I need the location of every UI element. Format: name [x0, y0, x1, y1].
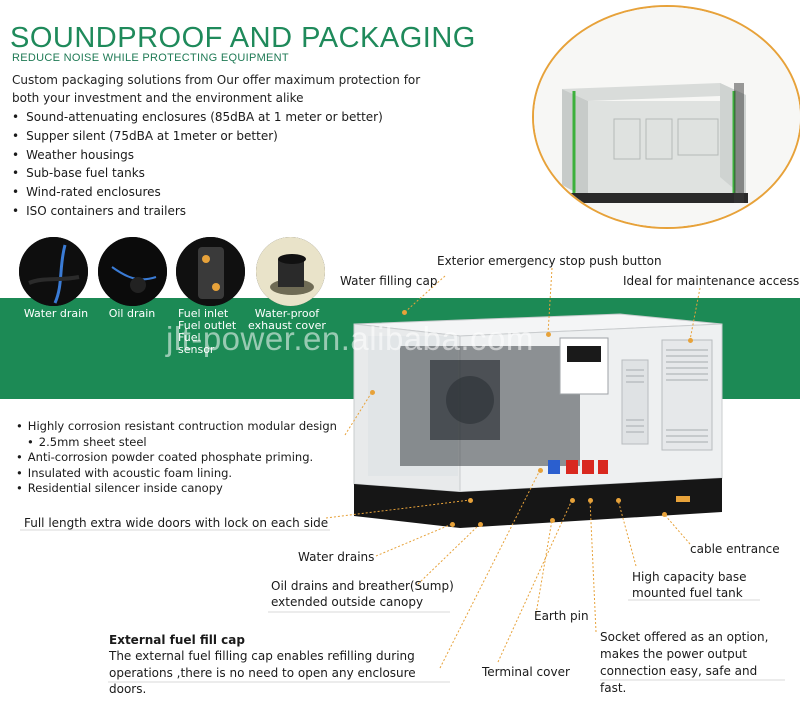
callout-cable-entrance: cable entrance [690, 542, 780, 556]
thumb-label: exhaust cover [248, 319, 326, 332]
water-drain-icon [19, 237, 88, 306]
thumb-label: Water-proof [254, 307, 320, 320]
leader-dot [546, 332, 551, 337]
spec-item: Residential silencer inside canopy [16, 481, 337, 497]
external-fuel-description: The external fuel filling cap enables re… [109, 649, 416, 696]
fuel-inlet-icon [176, 237, 245, 306]
page-title: SOUNDPROOF AND PACKAGING [10, 22, 476, 54]
thumb-label: Oil drain [108, 307, 156, 320]
feature-list: Sound-attenuating enclosures (85dBA at 1… [12, 108, 383, 221]
thumb-label: Fuel outlet [178, 319, 237, 332]
oil-drain-photo [98, 237, 167, 306]
spec-item: Anti-corrosion powder coated phosphate p… [16, 450, 337, 466]
thumb-label-group: Water-proof exhaust cover [244, 308, 330, 332]
callout-terminal-cover: Terminal cover [482, 665, 570, 679]
callout-socket: Socket offered as an option, makes the p… [600, 630, 769, 695]
feature-item: Sound-attenuating enclosures (85dBA at 1… [12, 108, 383, 127]
leader-dot [550, 518, 555, 523]
spec-item-continued: 2.5mm sheet steel [38, 434, 147, 449]
leader-dot [662, 512, 667, 517]
leader-dot [688, 338, 693, 343]
exhaust-cover-photo [256, 237, 325, 306]
leader-dot [450, 522, 455, 527]
leader-dot [570, 498, 575, 503]
leader-dot [538, 468, 543, 473]
callout-water-filling-cap: Water filling cap [340, 274, 438, 288]
callout-oil-drains: Oil drains and breather(Sump) extended o… [271, 579, 454, 609]
callout-maintenance-access: Ideal for maintenance access [623, 274, 800, 288]
feature-item: Supper silent (75dBA at 1meter or better… [12, 127, 383, 146]
feature-item: Wind-rated enclosures [12, 183, 383, 202]
feature-item: ISO containers and trailers [12, 202, 383, 221]
leader-dot [478, 522, 483, 527]
external-fuel-title: External fuel fill cap [109, 633, 245, 647]
fuel-inlet-photo [176, 237, 245, 306]
packaging-photo [532, 5, 800, 229]
oil-drain-icon [98, 237, 167, 306]
feature-item: Weather housings [12, 146, 383, 165]
callout-water-drains: Water drains [298, 550, 375, 564]
exhaust-cover-icon [256, 237, 325, 306]
thumb-label: Fuel sensor [178, 331, 215, 356]
spec-item: Insulated with acoustic foam lining. [16, 466, 337, 482]
intro-text: Custom packaging solutions from Our offe… [12, 71, 472, 107]
spec-item: Highly corrosion resistant contruction m… [16, 419, 337, 435]
intro-line: Custom packaging solutions from Our offe… [12, 73, 421, 87]
water-drain-photo [19, 237, 88, 306]
callout-emergency-stop: Exterior emergency stop push button [437, 254, 662, 268]
leader-dot [370, 390, 375, 395]
leader-dot [468, 498, 473, 503]
leader-dot [616, 498, 621, 503]
watermark-text: jlt-power.en.alibaba.com [166, 320, 534, 357]
spec-item: 2.5mm sheet steel [16, 435, 337, 451]
feature-item: Sub-base fuel tanks [12, 164, 383, 183]
intro-line: both your investment and the environment… [12, 91, 304, 105]
callout-earth-pin: Earth pin [534, 609, 589, 623]
spec-list: Highly corrosion resistant contruction m… [16, 419, 337, 497]
page-subtitle: REDUCE NOISE WHILE PROTECTING EQUIPMENT [12, 52, 289, 64]
leader-dot [588, 498, 593, 503]
thumb-label: Water drain [23, 307, 89, 320]
leader-dot [402, 310, 407, 315]
thumb-label-group: Fuel inlet Fuel outlet Fuel sensor [178, 308, 238, 356]
callout-fuel-tank: High capacity base mounted fuel tank [632, 570, 747, 600]
thumb-label: Fuel inlet [178, 307, 229, 320]
packaged-generator-illustration [534, 7, 800, 227]
callout-doors: Full length extra wide doors with lock o… [24, 516, 329, 530]
